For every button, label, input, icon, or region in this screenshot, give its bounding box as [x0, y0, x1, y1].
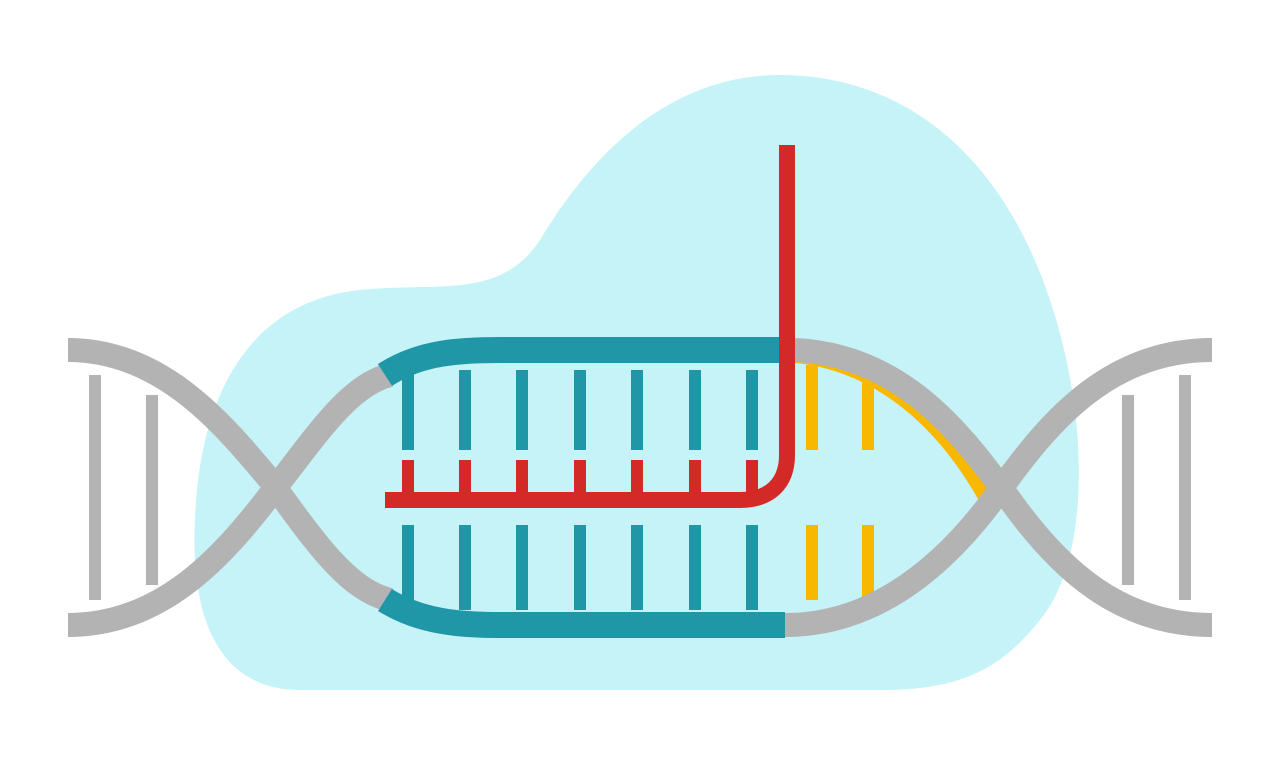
- red-rungs: [402, 460, 758, 495]
- teal-rungs: [402, 370, 758, 610]
- gray-strand-right-bottom: [784, 338, 1213, 637]
- teal-strand-bottom: [378, 588, 785, 638]
- left-gray-rungs: [89, 375, 1191, 600]
- guide-rna-strand: [385, 145, 795, 508]
- gray-strand-right-top: [794, 338, 1213, 637]
- gray-strand-left-top: [67, 338, 394, 612]
- gray-strand-left-bottom: [67, 363, 394, 637]
- teal-strand-top: [377, 337, 785, 387]
